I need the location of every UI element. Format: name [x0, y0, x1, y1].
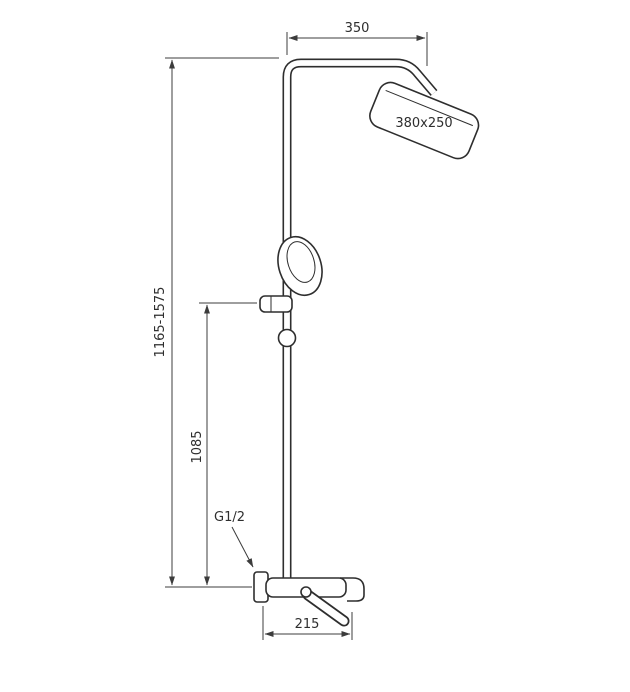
hand-shower-inner-detail: [286, 241, 316, 283]
lever-handle: [302, 589, 350, 627]
hand-shower: [277, 235, 323, 297]
dimension-spout-length: 215: [262, 606, 353, 640]
dim-top-width-label: 350: [345, 21, 370, 36]
dim-riser-height-label: 1085: [190, 430, 205, 463]
dim-spout-length-label: 215: [295, 617, 320, 632]
shower-head: 380x250: [369, 81, 480, 160]
pipe-connector-ball: [277, 328, 297, 348]
tub-spout: [340, 577, 365, 602]
dimension-top-width: 350: [286, 21, 428, 66]
hand-shower-head: [277, 235, 323, 297]
mixer-assembly: [253, 571, 365, 627]
slider-clamp: [259, 295, 293, 313]
pipe-inner-fill: [284, 60, 437, 580]
thread-label: G1/2: [214, 510, 245, 525]
thread-callout: G1/2: [214, 510, 254, 568]
leader-line: [231, 526, 254, 568]
dim-overall-height-label: 1165-1575: [153, 287, 168, 358]
dimension-riser-height: 1085: [190, 302, 257, 586]
clamp-knob: [259, 295, 293, 313]
dim-head-size-label: 380x250: [395, 116, 452, 131]
shower-head-faceplate-line: [385, 89, 474, 127]
dimension-overall-height: 1165-1575: [153, 57, 279, 588]
shower-column-pipe: [282, 58, 438, 580]
shower-head-body: [369, 81, 480, 160]
lever-inner-fill: [304, 591, 348, 625]
handle-pivot: [300, 586, 312, 598]
